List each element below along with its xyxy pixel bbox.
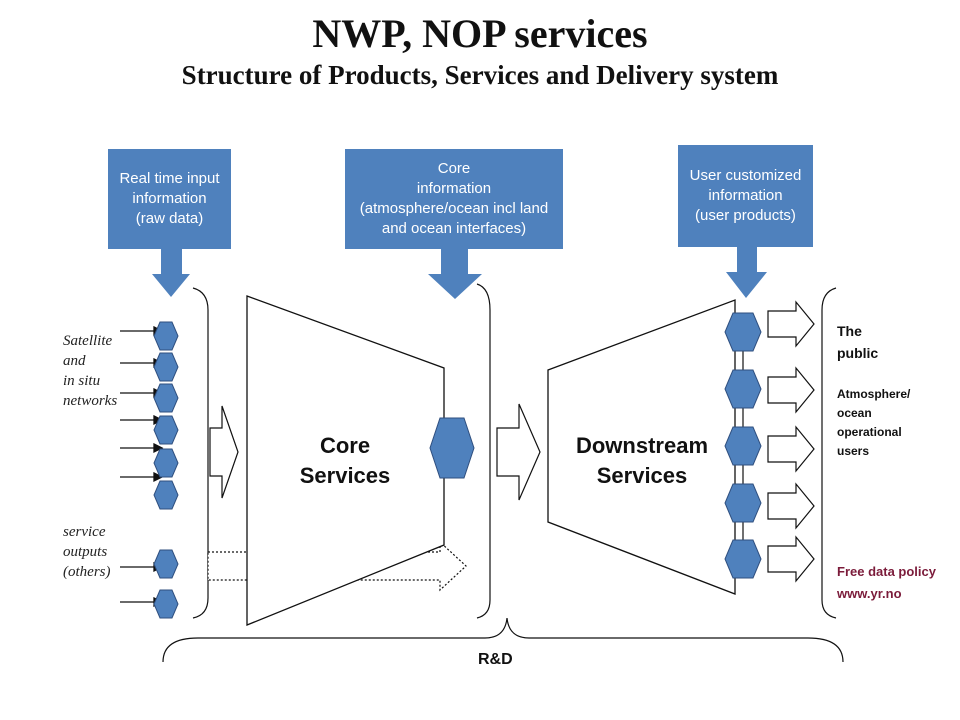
output-arrow xyxy=(767,425,815,473)
output-hexagon xyxy=(724,426,762,466)
input-hexagon xyxy=(153,448,179,478)
left-bracket xyxy=(192,287,209,619)
middle-bracket xyxy=(476,283,491,619)
core-hexagon xyxy=(429,417,475,479)
input-hexagon xyxy=(153,321,179,351)
core-down-arrow xyxy=(428,248,482,299)
service-outputs-label: service outputs (others) xyxy=(63,524,111,580)
subtitle: Structure of Products, Services and Deli… xyxy=(181,60,779,90)
input-hexagon xyxy=(153,480,179,510)
rd-bracket xyxy=(162,617,844,663)
atmosphere-users-label: Atmosphere/ ocean operational users xyxy=(837,387,911,458)
downstream-services-label: Downstream Services xyxy=(575,433,709,488)
input-hexagon xyxy=(153,415,179,445)
main-title: NWP, NOP services xyxy=(312,11,648,56)
core-services-label: Core Services xyxy=(299,433,391,488)
user-info-box: User customized information (user produc… xyxy=(678,145,813,247)
into-downstream-arrow xyxy=(496,403,541,501)
output-arrow xyxy=(767,535,815,583)
output-arrow xyxy=(767,366,815,414)
user-down-arrow xyxy=(726,246,767,298)
right-bracket xyxy=(821,287,837,619)
core-funnel xyxy=(246,295,445,626)
input-hexagon xyxy=(153,352,179,382)
output-hexagon xyxy=(724,369,762,409)
output-hexagon xyxy=(724,539,762,579)
output-hexagons xyxy=(724,312,762,579)
input-hexagons xyxy=(153,321,179,619)
output-arrow xyxy=(767,300,815,348)
input-info-box: Real time input information (raw data) xyxy=(108,149,231,249)
rd-label: R&D xyxy=(478,651,513,668)
output-arrows xyxy=(767,300,815,583)
output-arrow xyxy=(767,482,815,530)
input-hexagon xyxy=(153,589,179,619)
input-down-arrow xyxy=(152,248,190,297)
core-info-box: Core information (atmosphere/ocean incl … xyxy=(345,149,563,249)
input-hexagon xyxy=(153,383,179,413)
output-hexagon xyxy=(724,483,762,523)
input-hexagon xyxy=(153,549,179,579)
downstream-funnel xyxy=(547,299,736,595)
satellite-label: Satellite and in situ networks xyxy=(63,333,118,409)
into-core-arrow xyxy=(209,405,239,499)
free-data-policy-label: Free data policy www.yr.no xyxy=(837,564,936,601)
public-label: The public xyxy=(837,323,879,361)
output-hexagon xyxy=(724,312,762,352)
